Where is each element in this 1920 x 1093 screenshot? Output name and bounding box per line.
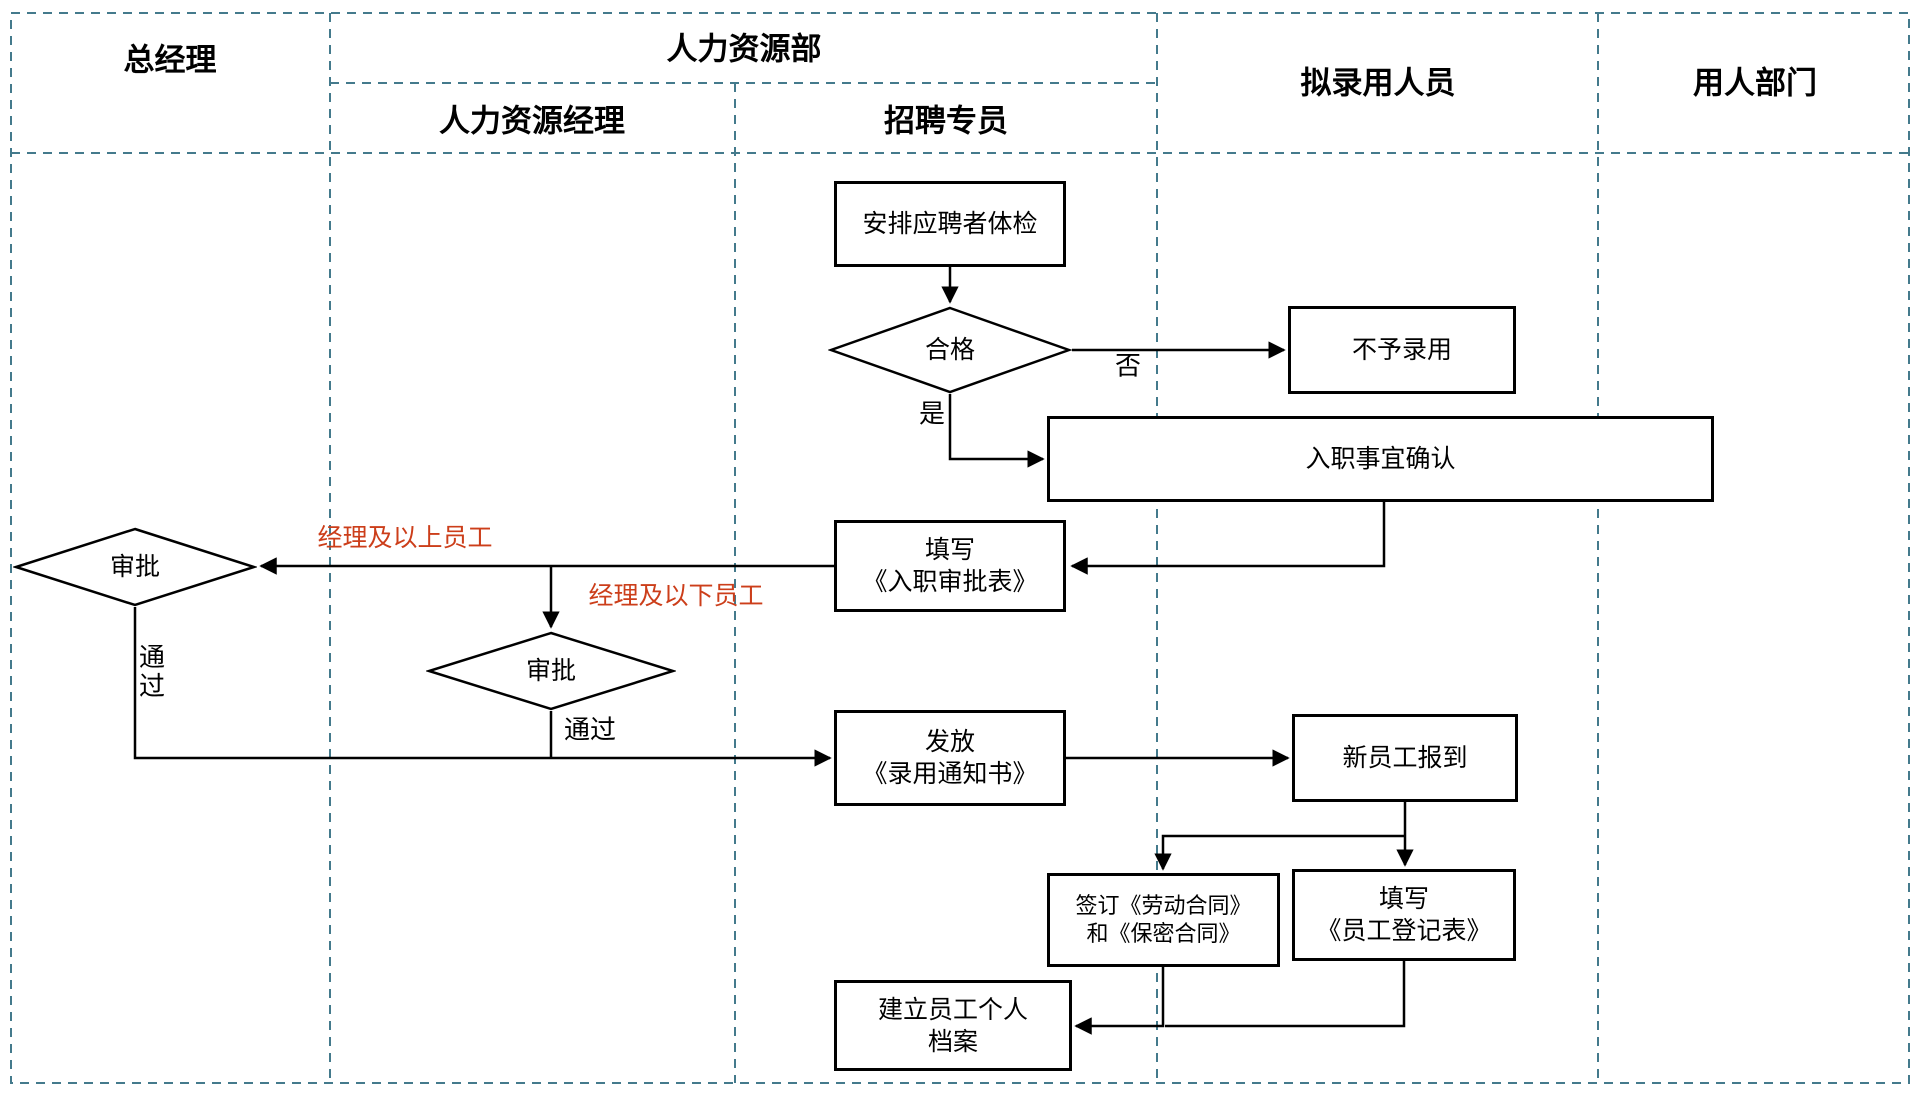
node-new-employee-report-label: 新员工报到: [1342, 744, 1468, 772]
node-qualified-decision: 合格: [828, 306, 1072, 394]
lane-header-recruiter: 招聘专员: [884, 103, 1008, 139]
edge-label-pass-gm: 通 过: [138, 641, 166, 701]
edge-label-manager-and-below: 经理及以下员工: [588, 582, 764, 610]
node-issue-offer: 发放 《录用通知书》: [834, 710, 1066, 806]
node-fill-approval-form-label: 填写 《入职审批表》: [862, 536, 1038, 596]
node-hr-approval-label: 审批: [525, 657, 576, 685]
diamond-shape: [426, 631, 676, 711]
connector-onboarding-to-approvalform: [1070, 502, 1386, 575]
edge-label-pass-hr: 通过: [563, 714, 617, 745]
node-sign-contracts: 签订《劳动合同》 和《保密合同》: [1047, 873, 1280, 967]
node-create-employee-file-label: 建立员工个人 档案: [877, 995, 1028, 1056]
node-new-employee-report: 新员工报到: [1292, 714, 1518, 802]
diamond-shape: [828, 306, 1072, 394]
node-fill-approval-form: 填写 《入职审批表》: [834, 520, 1066, 612]
diamond-shape: [13, 527, 257, 607]
connector-registration-merge: [1165, 961, 1406, 1028]
connector-contracts-to-file: [1074, 967, 1165, 1035]
node-gm-approval-label: 审批: [109, 553, 160, 581]
node-gm-approval-decision: 审批: [13, 527, 257, 607]
lane-header-hr-department: 人力资源部: [666, 31, 822, 67]
lane-header-hr-manager: 人力资源经理: [439, 103, 625, 139]
node-onboarding-confirm: 入职事宜确认: [1047, 416, 1714, 502]
edge-label-no: 否: [1114, 350, 1142, 381]
lane-header-candidate: 拟录用人员: [1300, 65, 1456, 101]
node-fill-registration: 填写 《员工登记表》: [1292, 869, 1516, 961]
node-onboarding-confirm-label: 入职事宜确认: [1305, 445, 1456, 473]
connector-qualified-yes-to-onboarding: [948, 394, 1045, 468]
node-fill-registration-label: 填写 《员工登记表》: [1316, 885, 1492, 945]
lane-header-hiring-department: 用人部门: [1693, 65, 1817, 101]
node-sign-contracts-label: 签订《劳动合同》 和《保密合同》: [1075, 892, 1252, 946]
outer-border: [10, 12, 1910, 1084]
connector-gm-pass-to-issueoffer: [133, 607, 832, 767]
edge-label-yes: 是: [918, 398, 946, 429]
lane-header-general-manager: 总经理: [123, 42, 217, 78]
edge-label-manager-and-above: 经理及以上员工: [317, 524, 493, 552]
connector-report-to-contracts: [1154, 834, 1405, 871]
node-arrange-checkup: 安排应聘者体检: [834, 181, 1066, 267]
node-issue-offer-label: 发放 《录用通知书》: [862, 728, 1038, 788]
node-not-hired: 不予录用: [1288, 306, 1516, 394]
node-qualified-label: 合格: [924, 336, 975, 364]
node-create-employee-file: 建立员工个人 档案: [834, 980, 1072, 1071]
node-arrange-checkup-label: 安排应聘者体检: [862, 210, 1038, 238]
node-hr-approval-decision: 审批: [426, 631, 676, 711]
node-not-hired-label: 不予录用: [1351, 336, 1452, 364]
